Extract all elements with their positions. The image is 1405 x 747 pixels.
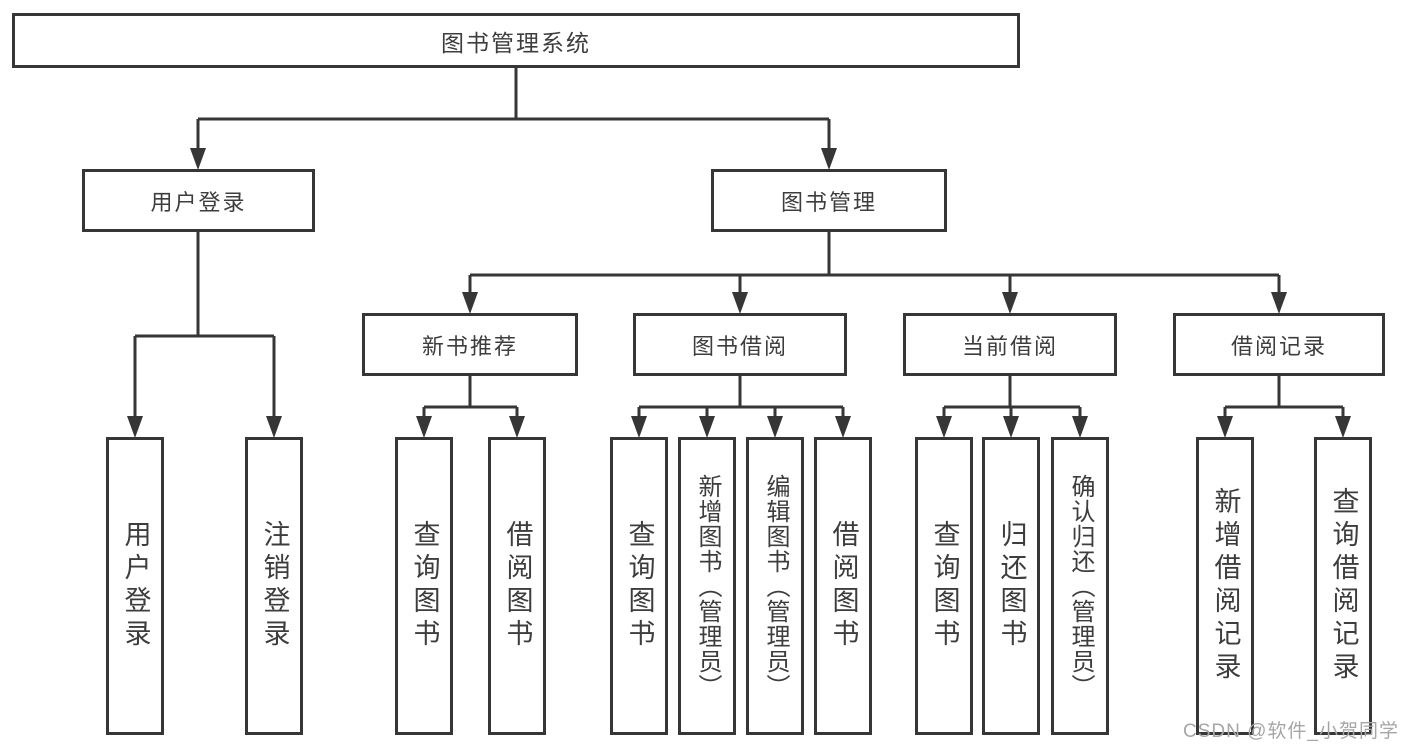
leaf-user-login-label: 用户登录 [120,520,151,652]
leaf-borrow-books: 借阅图书 [814,437,872,735]
leaf-add-books-admin-label: 新增图书（管理员） [694,473,721,699]
leaf-query-borrow-record-label: 查询借阅记录 [1328,487,1359,685]
leaf-query-borrow-record: 查询借阅记录 [1314,437,1372,735]
leaf-confirm-return-admin-label: 确认归还（管理员） [1067,473,1094,699]
node-user-login-label: 用户登录 [150,189,247,215]
node-user-login: 用户登录 [82,169,315,232]
leaf-add-books-admin: 新增图书（管理员） [678,437,736,735]
node-root-label: 图书管理系统 [441,29,591,56]
arrowhead-icons [127,148,1351,438]
leaf-borrow-books-label: 借阅图书 [828,520,859,652]
node-borrow-records-label: 借阅记录 [1230,333,1327,359]
node-new-book-recommend: 新书推荐 [362,313,578,376]
leaf-edit-books-admin: 编辑图书（管理员） [746,437,804,735]
node-root-system: 图书管理系统 [12,13,1020,68]
connector-segments [133,68,1345,420]
node-new-book-recommend-label: 新书推荐 [421,333,518,359]
leaf-add-borrow-record: 新增借阅记录 [1196,437,1254,735]
node-book-borrow-label: 图书借阅 [691,333,788,359]
node-borrow-records: 借阅记录 [1173,313,1385,376]
leaf-return-books: 归还图书 [982,437,1040,735]
leaf-recommend-borrow-books: 借阅图书 [488,437,546,735]
leaf-recommend-borrow-books-label: 借阅图书 [502,520,533,652]
csdn-watermark: CSDN @软件_小贺同学 [1183,721,1399,742]
leaf-confirm-return-admin: 确认归还（管理员） [1051,437,1109,735]
node-current-borrow: 当前借阅 [903,313,1117,376]
leaf-logout: 注销登录 [245,437,303,735]
leaf-current-query-books-label: 查询图书 [929,520,960,652]
leaf-current-query-books: 查询图书 [915,437,973,735]
leaf-borrow-query-books: 查询图书 [610,437,668,735]
node-book-management-label: 图书管理 [780,189,877,215]
node-book-management: 图书管理 [711,169,947,232]
leaf-borrow-query-books-label: 查询图书 [624,520,655,652]
leaf-recommend-query-books-label: 查询图书 [409,520,440,652]
node-book-borrow: 图书借阅 [633,313,847,376]
leaf-return-books-label: 归还图书 [996,520,1027,652]
leaf-edit-books-admin-label: 编辑图书（管理员） [762,473,789,699]
leaf-recommend-query-books: 查询图书 [395,437,453,735]
leaf-logout-label: 注销登录 [259,520,290,652]
leaf-add-borrow-record-label: 新增借阅记录 [1210,487,1241,685]
leaf-user-login: 用户登录 [106,437,164,735]
node-current-borrow-label: 当前借阅 [961,333,1058,359]
